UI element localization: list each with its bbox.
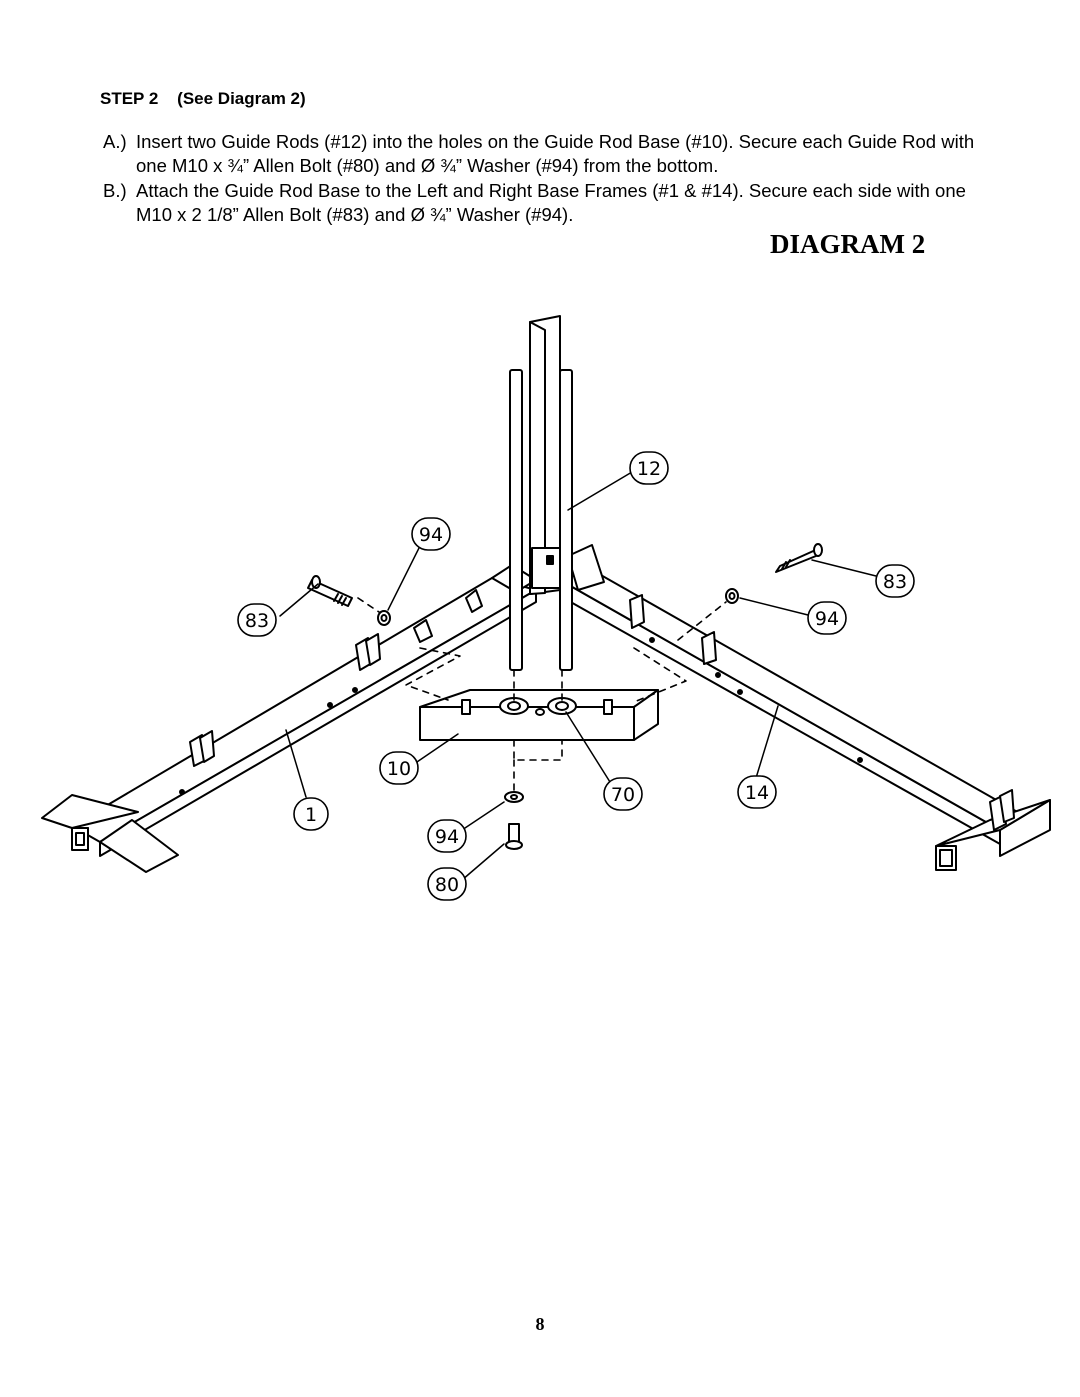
- callout-10: 10: [379, 751, 419, 785]
- right-base-frame: [559, 544, 1051, 871]
- callout-14: 14: [737, 775, 777, 809]
- left-base-frame: [41, 564, 537, 873]
- callout-70: 70: [603, 777, 643, 811]
- svg-text:83: 83: [245, 610, 269, 632]
- instruction-letter: A.): [103, 131, 127, 152]
- diagram-title: DIAGRAM 2: [770, 229, 926, 259]
- svg-text:94: 94: [815, 608, 839, 630]
- leader-lines: [279, 471, 877, 881]
- guide-rods: [509, 315, 573, 671]
- callout-80: 80: [427, 867, 467, 901]
- callout-94: 94: [427, 819, 467, 853]
- svg-text:94: 94: [435, 826, 459, 848]
- assembly-guides: [357, 597, 727, 791]
- callout-83: 83: [237, 603, 277, 637]
- svg-text:80: 80: [435, 874, 459, 896]
- step-heading: STEP 2 (See Diagram 2): [100, 89, 306, 108]
- svg-text:12: 12: [637, 458, 661, 480]
- callout-94: 94: [411, 517, 451, 551]
- svg-text:94: 94: [419, 524, 443, 546]
- svg-text:14: 14: [745, 782, 769, 804]
- callout-12: 12: [629, 451, 669, 485]
- guide-rod-base: [419, 689, 659, 741]
- instruction-text: Attach the Guide Rod Base to the Left an…: [136, 180, 966, 225]
- callout-1: 1: [293, 797, 329, 831]
- instruction-text: Insert two Guide Rods (#12) into the hol…: [136, 131, 975, 176]
- svg-text:1: 1: [305, 804, 317, 826]
- callouts: 12 94 83 83 94 10 70 14: [237, 451, 915, 901]
- instruction-letter: B.): [103, 180, 127, 201]
- hardware: [307, 543, 823, 850]
- callout-83: 83: [875, 564, 915, 598]
- svg-text:10: 10: [387, 758, 411, 780]
- svg-text:70: 70: [611, 784, 635, 806]
- callout-94: 94: [807, 601, 847, 635]
- instruction-a: A.) Insert two Guide Rods (#12) into the…: [103, 130, 1003, 178]
- svg-text:83: 83: [883, 571, 907, 593]
- page-number: 8: [535, 1314, 545, 1334]
- instruction-b: B.) Attach the Guide Rod Base to the Lef…: [103, 179, 1003, 227]
